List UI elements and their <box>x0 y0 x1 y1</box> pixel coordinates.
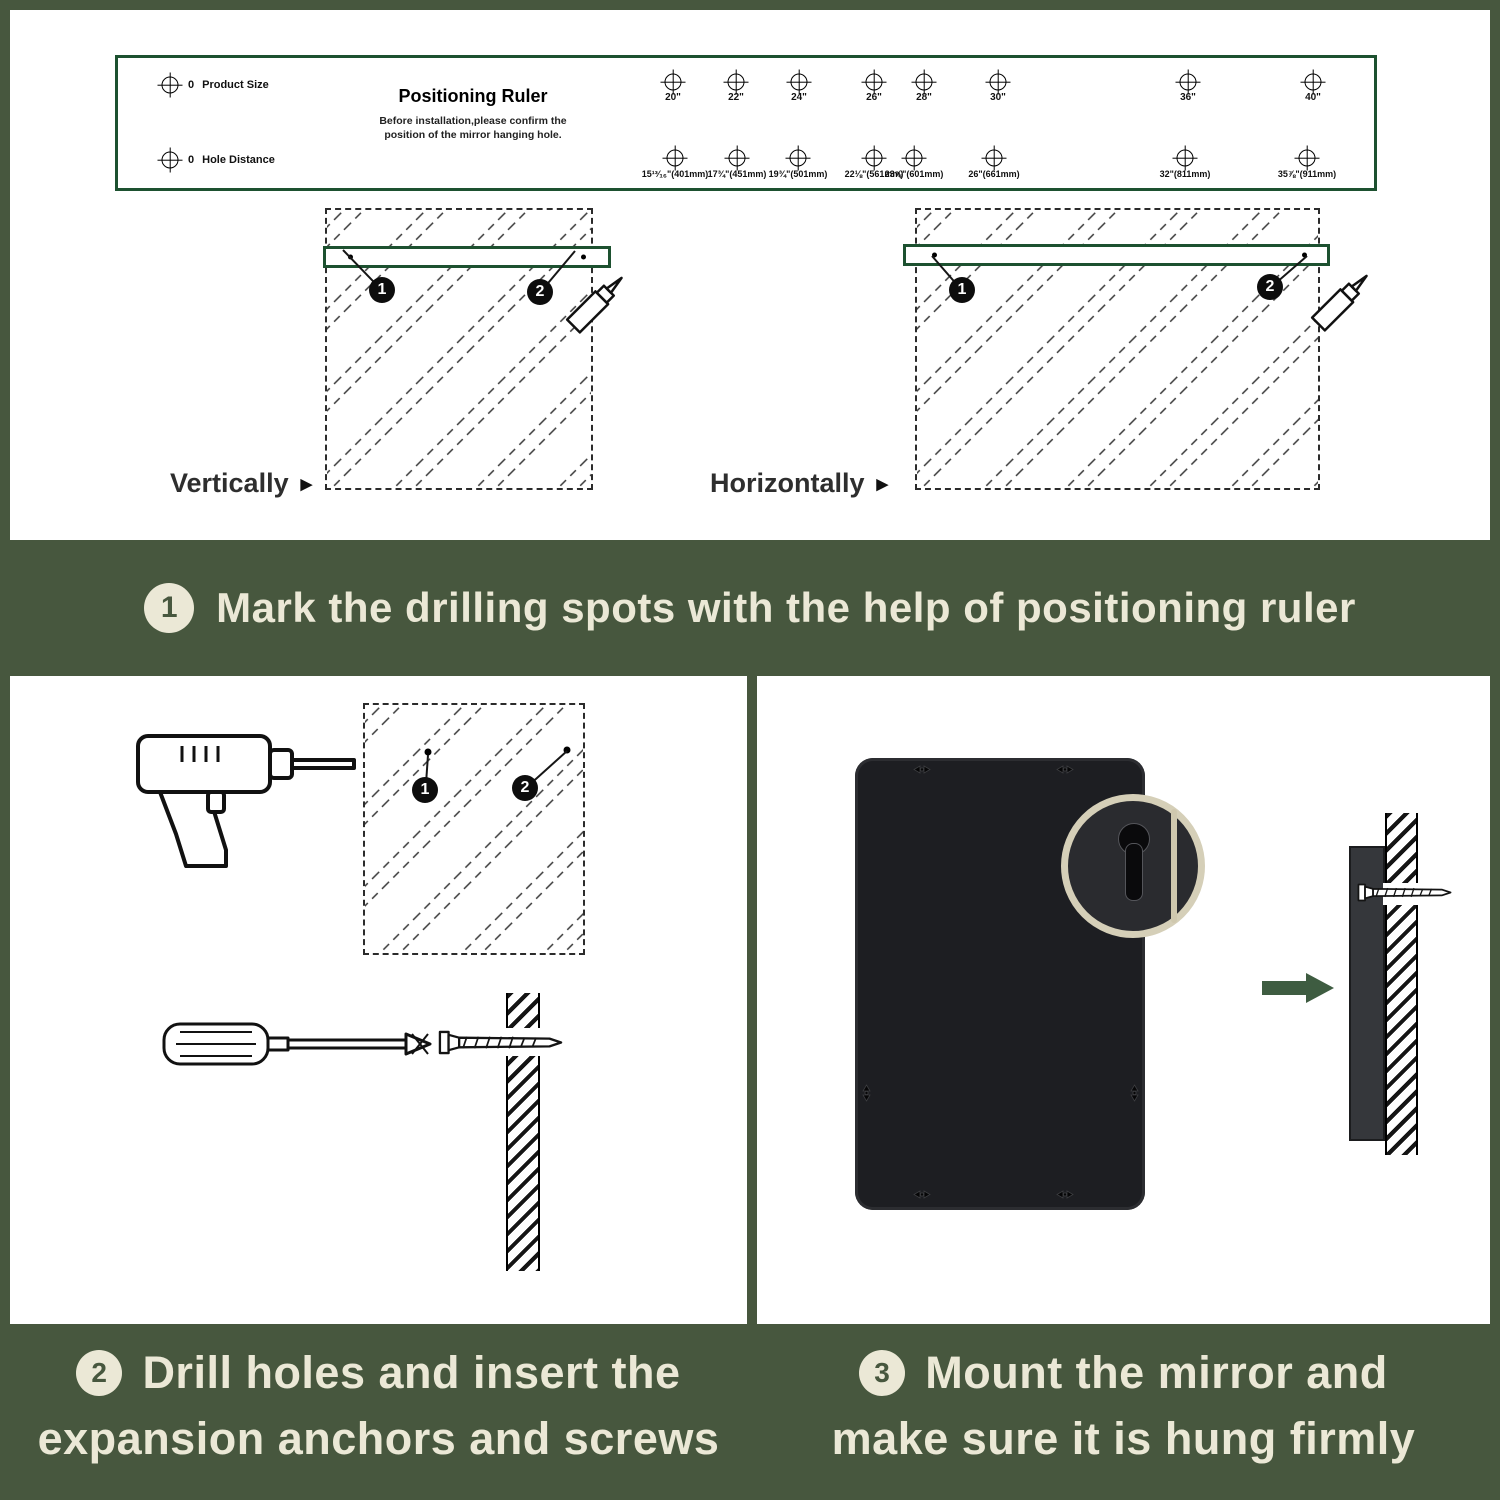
ruler-subtitle-2: position of the mirror hanging hole. <box>384 129 562 141</box>
pointer-triangle-icon: ▶ <box>876 475 889 493</box>
badge-2: 2 <box>1257 274 1283 300</box>
badge-2: 2 <box>527 279 553 305</box>
distance-label: 32"(811mm) <box>1159 169 1211 179</box>
crosshair-icon <box>915 73 933 91</box>
crosshair-icon <box>666 149 684 167</box>
keyhole-zoom-circle <box>1061 794 1205 938</box>
step-2-badge: 2 <box>76 1350 123 1396</box>
step-1-caption: 1 Mark the drilling spots with the help … <box>0 540 1500 676</box>
crosshair-icon <box>1298 149 1316 167</box>
distance-label: 22⅛"(561mm) <box>844 169 904 179</box>
keyhole-slot-icon <box>1056 761 1074 779</box>
badge-1: 1 <box>369 277 395 303</box>
crosshair-icon <box>985 149 1003 167</box>
distance-label: 15¹³⁄₁₆"(401mm) <box>641 169 709 179</box>
distance-label: 17¾"(451mm) <box>707 169 767 179</box>
wall-cross-section <box>1385 813 1418 1155</box>
size-label: 30" <box>990 92 1006 103</box>
step-1-text: Mark the drilling spots with the help of… <box>216 584 1356 631</box>
hole-dot <box>581 254 586 260</box>
size-label: 36" <box>1180 92 1196 103</box>
keyhole-slot-icon <box>857 1084 875 1102</box>
step-3-caption: 3 Mount the mirror and make sure it is h… <box>757 1340 1490 1472</box>
ruler-subtitle-1: Before installation,please confirm the <box>379 115 567 127</box>
step-2-text-line1: Drill holes and insert the <box>142 1347 681 1398</box>
crosshair-icon <box>789 149 807 167</box>
keyhole-slot-icon <box>913 1186 931 1204</box>
screw-anchor-icon <box>438 1026 563 1064</box>
wall-diagram-marked <box>363 703 585 955</box>
crosshair-icon <box>790 73 808 91</box>
positioning-ruler: 0 Product Size 0 Hole Distance Positioni… <box>115 55 1377 191</box>
size-label: 40" <box>1305 92 1321 103</box>
positioning-ruler-panel: 0 Product Size 0 Hole Distance Positioni… <box>10 10 1490 540</box>
drill-icon <box>130 722 360 877</box>
drill-spot-dot <box>563 746 571 754</box>
keyhole-slot-icon <box>1125 1084 1143 1102</box>
size-label: 20" <box>665 92 681 103</box>
step-2-caption: 2 Drill holes and insert the expansion a… <box>10 1340 747 1472</box>
pointer-triangle-icon: ▶ <box>300 475 313 493</box>
keyhole-slot <box>1125 843 1143 901</box>
distance-label: 19¾"(501mm) <box>768 169 828 179</box>
mount-step-panel <box>757 676 1490 1324</box>
crosshair-icon <box>865 149 883 167</box>
keyhole-slot-icon <box>1056 1186 1074 1204</box>
hole-dot <box>932 252 937 258</box>
product-size-label: 0 Product Size <box>188 79 269 91</box>
step-3-text-line2: make sure it is hung firmly <box>831 1413 1416 1464</box>
step-1-badge: 1 <box>144 583 195 633</box>
crosshair-icon <box>1304 73 1322 91</box>
drill-step-panel: 1 2 <box>10 676 747 1324</box>
ruler-strip <box>323 246 611 268</box>
drill-spot-dot <box>424 748 432 756</box>
screw-anchor-icon <box>1357 880 1452 910</box>
keyhole-slot-icon <box>913 761 931 779</box>
distance-label: 26"(661mm) <box>968 169 1020 179</box>
distance-label: 35⅞"(911mm) <box>1277 169 1337 179</box>
crosshair-icon <box>1179 73 1197 91</box>
crosshair-icon <box>161 76 179 94</box>
crosshair-icon <box>989 73 1007 91</box>
step-2-text-line2: expansion anchors and screws <box>37 1413 720 1464</box>
step-3-badge: 3 <box>859 1350 906 1396</box>
size-label: 22" <box>728 92 744 103</box>
vertical-label: Vertically ▶ <box>170 468 313 498</box>
hole-distance-label: 0 Hole Distance <box>188 154 275 166</box>
size-label: 24" <box>791 92 807 103</box>
crosshair-icon <box>728 149 746 167</box>
crosshair-icon <box>161 151 179 169</box>
crosshair-icon <box>727 73 745 91</box>
badge-1: 1 <box>949 277 975 303</box>
size-label: 28" <box>916 92 932 103</box>
badge-1: 1 <box>412 777 438 803</box>
step-3-text-line1: Mount the mirror and <box>925 1347 1388 1398</box>
product-size-zero: 0 <box>188 79 195 91</box>
horizontal-label: Horizontally ▶ <box>710 468 889 498</box>
distance-label: 23⅝"(601mm) <box>884 169 944 179</box>
crosshair-icon <box>865 73 883 91</box>
crosshair-icon <box>1176 149 1194 167</box>
size-label: 26" <box>866 92 882 103</box>
arrow-right-icon <box>1262 973 1336 1003</box>
screwdriver-icon <box>160 1018 450 1075</box>
badge-2: 2 <box>512 775 538 801</box>
hole-dot <box>1302 252 1307 258</box>
crosshair-icon <box>905 149 923 167</box>
crosshair-icon <box>664 73 682 91</box>
ruler-strip <box>903 244 1330 266</box>
hole-distance-zero: 0 <box>188 154 195 166</box>
product-size-text: Product Size <box>202 79 269 91</box>
hole-distance-text: Hole Distance <box>202 154 275 166</box>
ruler-title: Positioning Ruler <box>398 86 548 106</box>
mirror-edge-highlight <box>1171 809 1177 923</box>
